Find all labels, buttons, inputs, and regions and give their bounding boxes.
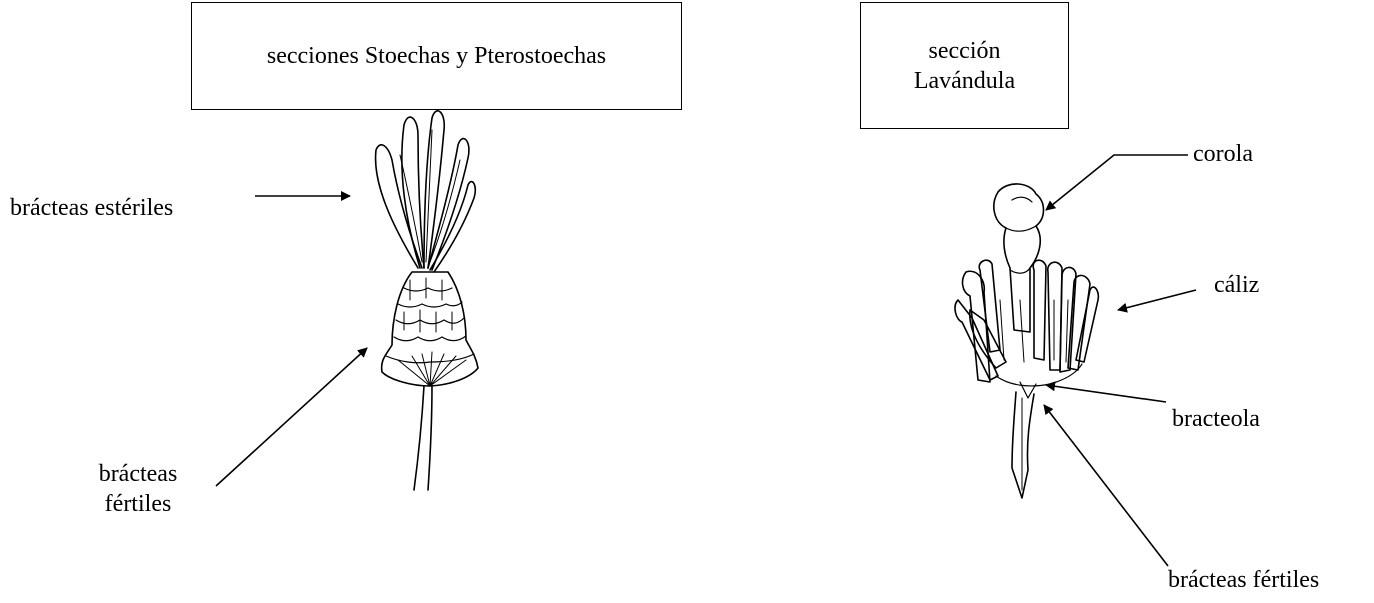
arrow-fertile-bracts-right [1044, 405, 1168, 566]
calyx [979, 260, 1000, 352]
arrow-fertile-bracts-left [216, 348, 367, 486]
corolla [994, 184, 1044, 332]
arrow-calyx [1118, 290, 1196, 310]
calyx [1033, 260, 1046, 360]
lavandula-inflorescence-illustration [955, 184, 1098, 498]
arrow-bracteole [1046, 385, 1166, 402]
arrow-corolla [1046, 155, 1188, 210]
stem [1012, 392, 1034, 498]
stoechas-inflorescence-illustration [376, 111, 478, 490]
stem [414, 386, 432, 490]
